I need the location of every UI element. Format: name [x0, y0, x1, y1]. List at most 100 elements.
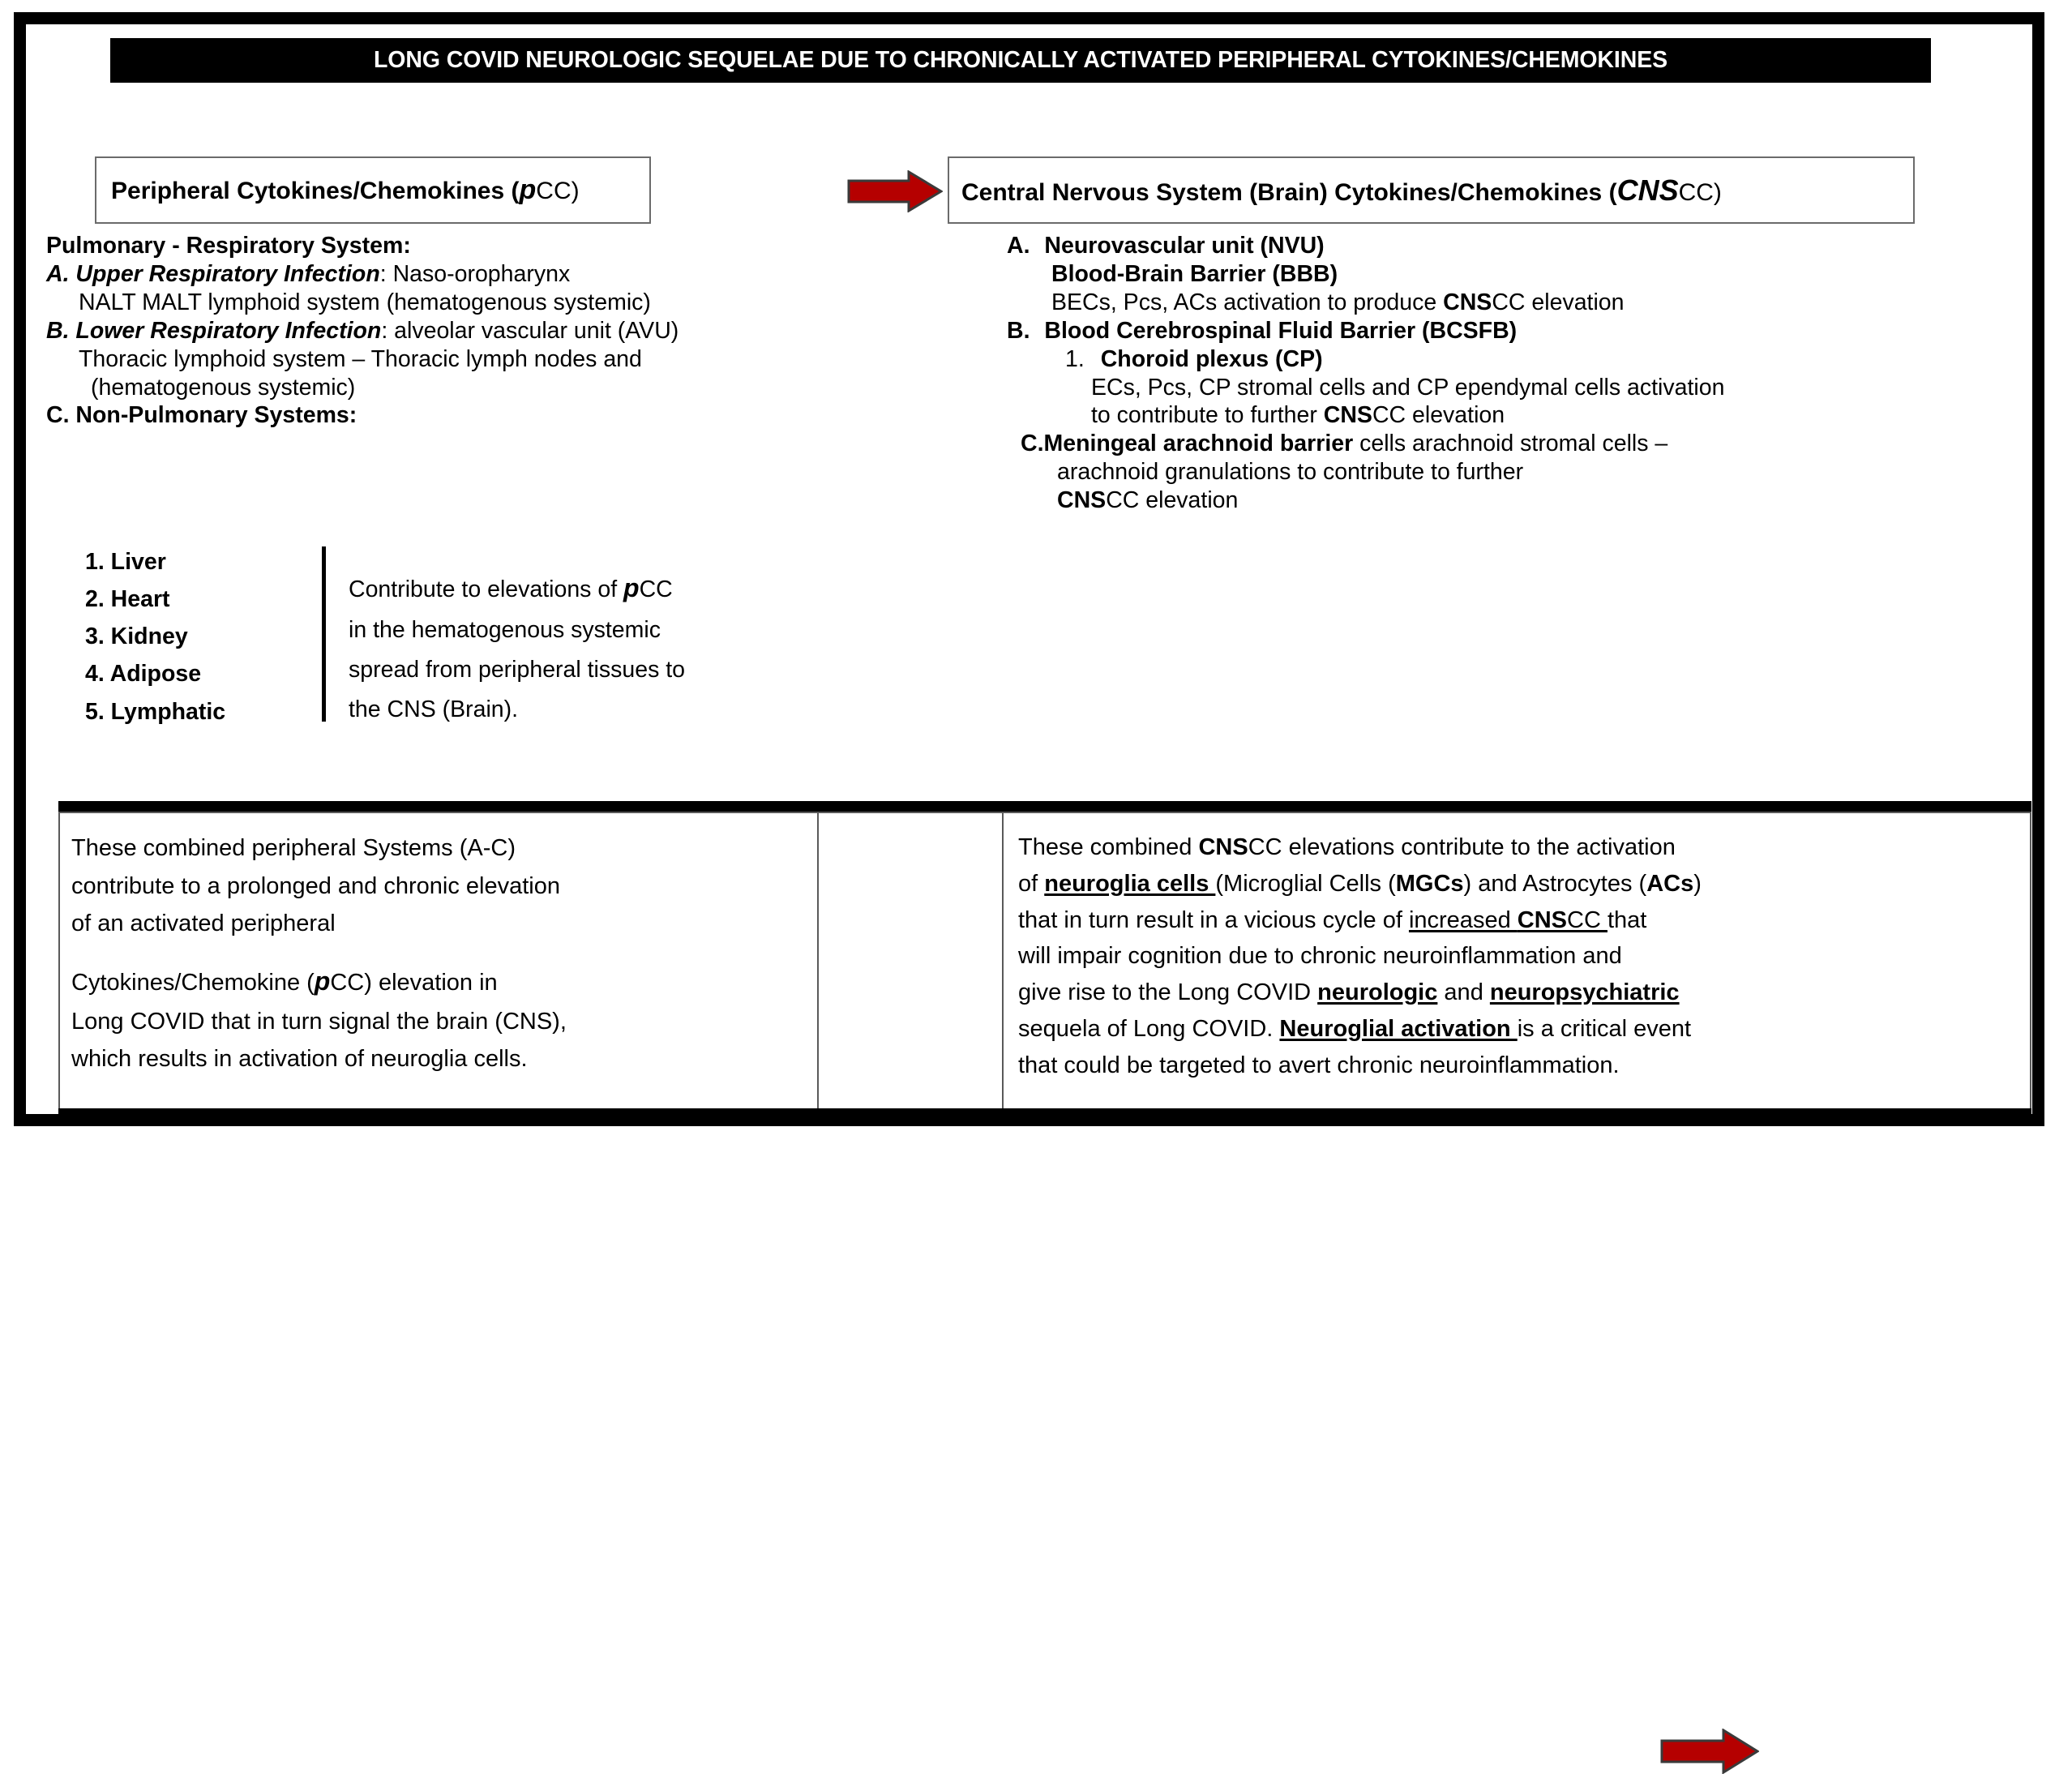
- cns-item-c-line-3: CNSCC elevation: [1007, 486, 2053, 515]
- summary-right-line-4: will impair cognition due to chronic neu…: [1018, 943, 1622, 970]
- summary-right-line-2: of neuroglia cells (Microglial Cells (MG…: [1018, 866, 2030, 902]
- list-item-b-rest: : alveolar vascular unit (AVU): [381, 317, 679, 344]
- summary-left-line-3: of an activated peripheral: [71, 911, 336, 937]
- summary-right-line-3: that in turn result in a vicious cycle o…: [1018, 902, 2030, 939]
- list-item-a-label: A.: [46, 260, 70, 287]
- list-item: 2. Heart: [85, 586, 170, 613]
- cns-item-b-line-1: Blood Cerebrospinal Fluid Barrier (BCSFB…: [1044, 317, 1518, 344]
- list-item-a-continuation: NALT MALT lymphoid system (hematogenous …: [79, 289, 651, 315]
- list-item: 3. Kidney: [85, 623, 188, 650]
- organ-list: 1. Liver 2. Heart 3. Kidney 4. Adipose 5…: [46, 543, 322, 731]
- cns-item-b-sub-line-3b: CC elevation: [1372, 402, 1505, 429]
- organ-note-line-1a: Contribute to elevations of: [349, 576, 624, 602]
- cns-item-a-line-1: Neurovascular unit (NVU): [1044, 233, 1325, 259]
- cns-item-b-sub-line-3: to contribute to further CNSCC elevation: [1007, 401, 2053, 430]
- peripheral-systems-list: Pulmonary - Respiratory System: A. Upper…: [46, 232, 987, 430]
- summary-cell-arrow: [817, 812, 1759, 1774]
- organ-note-line-3: spread from peripheral tissues to: [349, 657, 686, 683]
- organ-note-line-1: Contribute to elevations of pCC: [349, 566, 685, 611]
- neurologic-emphasis: neurologic: [1317, 979, 1438, 1006]
- summary-left-line-4a: Cytokines/Chemokine (: [71, 970, 315, 996]
- neuroglia-cells-emphasis: neuroglia cells: [1044, 870, 1216, 897]
- organ-contribution-note: Contribute to elevations of pCC in the h…: [326, 543, 685, 730]
- cns-item-b-sub-label: 1.: [1065, 345, 1085, 372]
- list-item: 1. Liver: [85, 549, 166, 575]
- header-right-suffix: CC): [1678, 178, 1722, 206]
- summary-right-line-1: These combined CNSCC elevations contribu…: [1018, 829, 2030, 866]
- peripheral-cytokines-header-box: Peripheral Cytokines/Chemokines (pCC): [95, 156, 651, 224]
- diagram-canvas: LONG COVID NEUROLOGIC SEQUELAE DUE TO CH…: [26, 24, 2032, 1774]
- summary-right-line-5: give rise to the Long COVID neurologic a…: [1018, 975, 2030, 1011]
- summary-right-line-3b: that: [1607, 906, 1647, 933]
- peripheral-cytokines-header-text: Peripheral Cytokines/Chemokines (pCC): [111, 174, 580, 206]
- header-left-suffix: CC): [536, 178, 580, 204]
- summary-right-line-1b: CC elevations contribute to the activati…: [1248, 834, 1676, 860]
- summary-left-line-2: contribute to a prolonged and chronic el…: [71, 872, 560, 899]
- list-item-b-continuation-2: (hematogenous systemic): [91, 374, 356, 401]
- summary-left-line-6: which results in activation of neuroglia…: [71, 1046, 528, 1073]
- list-item-b-label: B.: [46, 317, 70, 344]
- summary-cell-cns: These combined CNSCC elevations contribu…: [1002, 812, 2031, 1110]
- cns-emphasis: CNS: [1323, 402, 1372, 429]
- cns-item-a-line-3b: CC elevation: [1492, 289, 1625, 315]
- cns-item-b-sub: 1. Choroid plexus (CP): [1007, 345, 2053, 374]
- pulmonary-heading: Pulmonary - Respiratory System:: [46, 233, 411, 259]
- summary-left-line-5: Long COVID that in turn signal the brain…: [71, 1008, 567, 1035]
- list-item: 4. Adipose: [85, 661, 202, 688]
- cns-item-c-line-2: arachnoid granulations to contribute to …: [1057, 459, 1524, 486]
- header-left-emphasis: p: [519, 174, 537, 205]
- increased-label: increased: [1408, 906, 1518, 933]
- cns-cytokines-header-box: Central Nervous System (Brain) Cytokines…: [948, 156, 1915, 224]
- summary-cell-peripheral: These combined peripheral Systems (A-C) …: [58, 812, 819, 1110]
- page-title-text: LONG COVID NEUROLOGIC SEQUELAE DUE TO CH…: [373, 47, 1668, 73]
- cns-item-b-sub-line-1: Choroid plexus (CP): [1100, 345, 1323, 372]
- non-pulmonary-organ-group: 1. Liver 2. Heart 3. Kidney 4. Adipose 5…: [46, 543, 987, 731]
- organ-note-line-4: the CNS (Brain).: [349, 696, 519, 723]
- list-item-a: A. Upper Respiratory Infection: Naso-oro…: [46, 260, 987, 289]
- right-arrow-icon: [1660, 1729, 1759, 1774]
- header-left-main: Peripheral Cytokines/Chemokines (: [111, 178, 520, 204]
- organ-note-line-1b: CC: [639, 576, 673, 602]
- cns-item-b-sub-line-2: ECs, Pcs, CP stromal cells and CP ependy…: [1091, 374, 1725, 401]
- neuroglial-activation-emphasis: Neuroglial activation: [1279, 1015, 1518, 1042]
- bottom-section-bottom-band: [58, 1108, 2031, 1120]
- page-title: LONG COVID NEUROLOGIC SEQUELAE DUE TO CH…: [110, 38, 1931, 83]
- summary-right-line-2c: ) and Astrocytes (: [1463, 870, 1647, 897]
- cns-emphasis: CNS: [1443, 289, 1492, 315]
- summary-right-line-7: that could be targeted to avert chronic …: [1018, 1052, 1620, 1078]
- cns-emphasis: CNS: [1057, 487, 1107, 514]
- summary-right-line-2d: ): [1693, 870, 1702, 897]
- cns-cytokines-header-text: Central Nervous System (Brain) Cytokines…: [961, 174, 1722, 208]
- cns-item-a: A. Neurovascular unit (NVU): [1007, 232, 2053, 260]
- cns-item-c-emphasis: Meningeal arachnoid barrier: [1043, 431, 1354, 457]
- summary-right-line-5a: give rise to the Long COVID: [1018, 979, 1318, 1006]
- cns-item-a-line-3a: BECs, Pcs, ACs activation to produce: [1051, 289, 1444, 315]
- p-emphasis: p: [314, 966, 331, 996]
- cns-item-b-sub-line-3a: to contribute to further: [1091, 402, 1324, 429]
- acs-emphasis: ACs: [1646, 870, 1694, 897]
- neuropsychiatric-emphasis: neuropsychiatric: [1489, 979, 1680, 1006]
- summary-right-line-6: sequela of Long COVID. Neuroglial activa…: [1018, 1011, 2030, 1048]
- summary-right-line-6b: is a critical event: [1517, 1015, 1692, 1042]
- cns-item-c-line-1-rest: cells arachnoid stromal cells –: [1353, 431, 1668, 457]
- list-item-b: B. Lower Respiratory Infection: alveolar…: [46, 317, 987, 345]
- cns-emphasis: CNS: [1198, 834, 1248, 860]
- organ-note-emphasis: p: [623, 573, 640, 602]
- cc-label: CC: [1567, 906, 1608, 933]
- summary-right-line-5b: and: [1437, 979, 1490, 1006]
- summary-left-line-4: Cytokines/Chemokine (pCC) elevation in: [71, 961, 817, 1003]
- list-item: 5. Lymphatic: [85, 698, 226, 725]
- summary-left-line-1: These combined peripheral Systems (A-C): [71, 835, 516, 861]
- header-right-emphasis: CNS: [1616, 173, 1679, 207]
- summary-right-line-3a: that in turn result in a vicious cycle o…: [1018, 906, 1409, 933]
- cns-item-b: B. Blood Cerebrospinal Fluid Barrier (BC…: [1007, 317, 2053, 345]
- cns-item-c: C.Meningeal arachnoid barrier cells arac…: [1007, 430, 2053, 458]
- cns-emphasis: CNS: [1517, 906, 1567, 933]
- vertical-divider: [322, 546, 326, 722]
- summary-table: These combined peripheral Systems (A-C) …: [58, 812, 2031, 1774]
- summary-left-line-4b: CC) elevation in: [330, 970, 498, 996]
- list-item-a-emphasis: Upper Respiratory Infection: [75, 260, 380, 287]
- summary-right-line-6a: sequela of Long COVID.: [1018, 1015, 1280, 1042]
- header-right-main: Central Nervous System (Brain) Cytokines…: [961, 178, 1617, 206]
- organ-note-line-2: in the hematogenous systemic: [349, 617, 661, 644]
